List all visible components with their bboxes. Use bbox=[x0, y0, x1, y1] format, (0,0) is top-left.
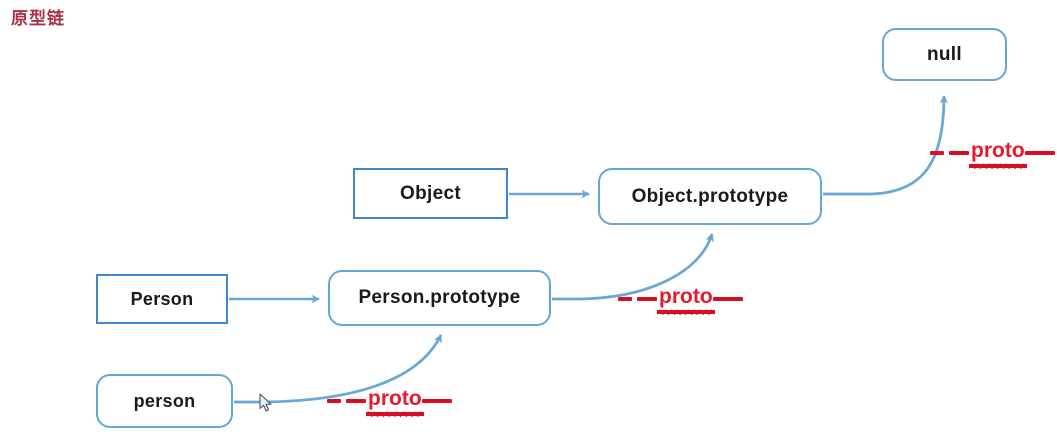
proto-underscore-left-1 bbox=[930, 151, 944, 155]
proto-underbar-object bbox=[657, 309, 715, 314]
node-person-instance-label: person bbox=[133, 390, 196, 411]
node-null[interactable]: null bbox=[882, 28, 1007, 81]
proto-word-object: proto bbox=[659, 284, 713, 308]
proto-underbar-null bbox=[969, 163, 1027, 168]
node-person[interactable]: Person bbox=[96, 274, 228, 324]
proto-word-null: proto bbox=[971, 138, 1025, 162]
node-person-prototype-label: Person.prototype bbox=[358, 287, 521, 308]
proto-underscore-left-3 bbox=[618, 297, 632, 301]
node-object-label: Object bbox=[400, 182, 461, 204]
node-object[interactable]: Object bbox=[353, 168, 508, 219]
proto-underscore-right-3 bbox=[421, 399, 452, 403]
node-person-prototype[interactable]: Person.prototype bbox=[328, 270, 551, 326]
proto-underscore-gap-1 bbox=[944, 151, 949, 155]
edge-person-prototype-to-object-prototype bbox=[552, 233, 714, 301]
proto-underscore-right-2 bbox=[712, 297, 743, 301]
spellcheck-squiggle-icon bbox=[657, 308, 715, 315]
edge-person-instance-to-person-prototype bbox=[234, 334, 443, 404]
edge-label-proto-text-null: proto bbox=[969, 138, 1027, 169]
node-person-instance[interactable]: person bbox=[96, 374, 233, 428]
edge-label-proto-to-null: proto bbox=[930, 138, 1055, 169]
edge-label-proto-to-person-prototype: proto bbox=[327, 386, 452, 417]
spellcheck-squiggle-icon bbox=[969, 162, 1027, 169]
node-object-prototype[interactable]: Object.prototype bbox=[598, 168, 822, 225]
proto-underscore-gap-2 bbox=[632, 297, 637, 301]
proto-underscore-left-4 bbox=[637, 297, 657, 301]
spellcheck-squiggle-icon bbox=[366, 410, 424, 417]
proto-underscore-left-5 bbox=[327, 399, 341, 403]
edge-object-prototype-to-null bbox=[823, 94, 949, 196]
proto-underscore-gap-3 bbox=[341, 399, 346, 403]
proto-underscore-left-2 bbox=[949, 151, 969, 155]
edge-label-proto-text-person: proto bbox=[366, 386, 424, 417]
node-person-label: Person bbox=[130, 288, 194, 309]
node-null-label: null bbox=[927, 43, 962, 65]
mouse-cursor-icon bbox=[259, 393, 272, 412]
edge-label-proto-text-object: proto bbox=[657, 284, 715, 315]
proto-word-person: proto bbox=[368, 386, 422, 410]
node-object-prototype-label: Object.prototype bbox=[631, 185, 789, 207]
proto-underscore-right-1 bbox=[1024, 151, 1055, 155]
proto-underbar-person bbox=[366, 411, 424, 416]
edge-label-proto-to-object-prototype: proto bbox=[618, 284, 743, 315]
proto-underscore-left-6 bbox=[346, 399, 366, 403]
page-title: 原型链 bbox=[11, 9, 65, 28]
